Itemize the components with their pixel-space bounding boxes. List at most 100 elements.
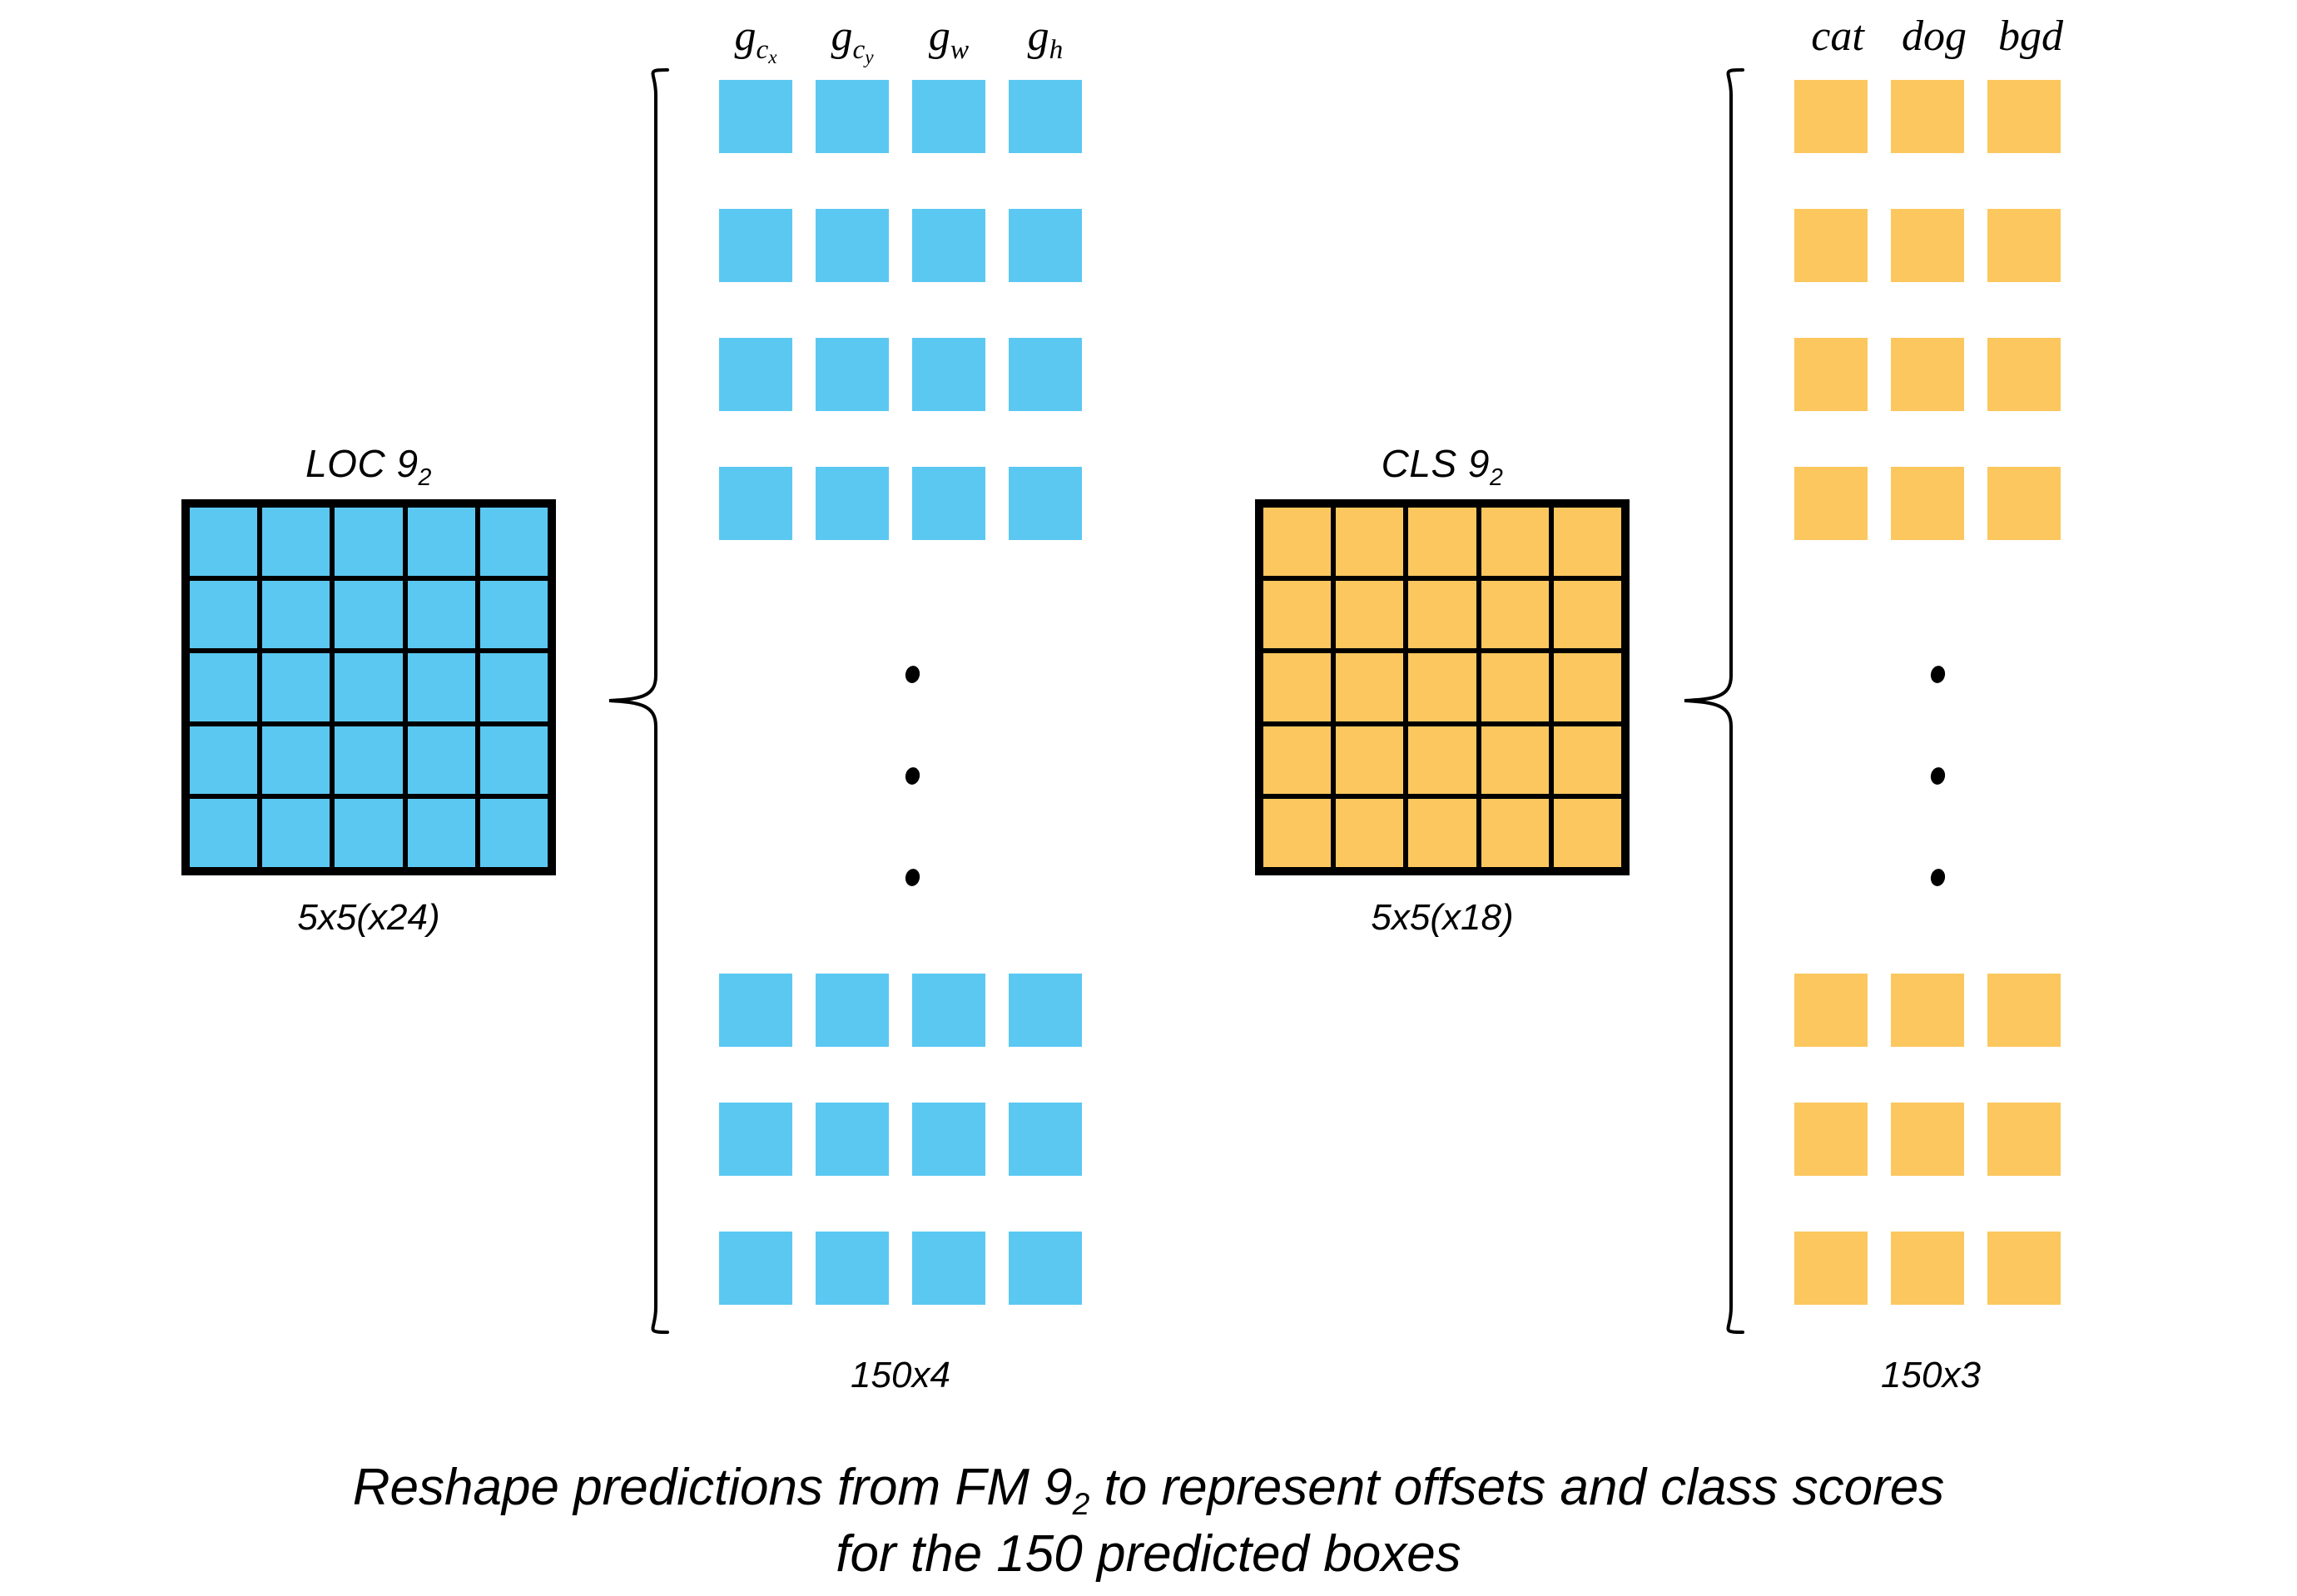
loc-token — [1009, 80, 1082, 153]
loc-feature-map-cell — [260, 651, 333, 724]
loc-feature-map-cell — [477, 796, 550, 870]
loc-feature-map-cell — [187, 723, 260, 797]
loc-feature-map-cell — [332, 723, 405, 797]
cls-feature-map-cell — [1261, 651, 1334, 724]
loc-feature-map-cell — [332, 505, 405, 578]
loc-feature-map-label-subscript: 2 — [418, 463, 432, 491]
cls-feature-map-cell — [1406, 796, 1479, 870]
cls-feature-map-cell — [1550, 505, 1624, 578]
cls-token — [1891, 1103, 1964, 1176]
loc-token — [816, 338, 889, 411]
loc-ellipsis-dot — [904, 664, 921, 685]
loc-token — [816, 80, 889, 153]
cls-token — [1794, 338, 1868, 411]
loc-token — [912, 80, 985, 153]
loc-token — [719, 974, 792, 1047]
cls-feature-map-cell — [1333, 651, 1406, 724]
loc-feature-map-cell — [187, 505, 260, 578]
column-header-cat-label: cat — [1811, 12, 1864, 60]
cls-brace — [1678, 58, 1744, 1344]
cls-token — [1891, 974, 1964, 1047]
cls-feature-map-cell — [1333, 577, 1406, 652]
cls-token — [1987, 974, 2061, 1047]
loc-feature-map-cell — [477, 505, 550, 578]
loc-token — [912, 974, 985, 1047]
column-header-g-h: gh — [1005, 12, 1085, 65]
cls-token — [1794, 974, 1868, 1047]
loc-token — [1009, 467, 1082, 540]
cls-feature-map-cell — [1550, 796, 1624, 870]
loc-feature-map-cell — [187, 796, 260, 870]
loc-feature-map-cell — [404, 723, 478, 797]
loc-feature-map-cell — [260, 796, 333, 870]
cls-feature-map-cell — [1478, 723, 1551, 797]
column-header-g-cx-label: g — [734, 12, 757, 60]
cls-token — [1987, 1232, 2061, 1305]
cls-feature-map-cell — [1550, 651, 1624, 724]
column-header-g-w-sub: w — [950, 33, 970, 65]
diagram-caption-line-2: for the 150 predicted boxes — [836, 1525, 1461, 1584]
cls-feature-map-cell — [1478, 505, 1551, 578]
cls-token — [1794, 209, 1868, 282]
cls-feature-map-shape-caption: 5x5(x18) — [1371, 897, 1514, 938]
cls-feature-map-cell — [1261, 796, 1334, 870]
loc-feature-map-cell — [477, 577, 550, 652]
cls-token — [1794, 1103, 1868, 1176]
cls-token — [1891, 338, 1964, 411]
loc-ellipsis-dot — [904, 766, 921, 786]
column-header-g-w-label: g — [928, 12, 950, 60]
loc-token — [719, 1232, 792, 1305]
loc-token — [912, 467, 985, 540]
cls-feature-map-label: CLS 92 — [1255, 441, 1630, 492]
column-header-bgd: bgd — [1984, 15, 2077, 58]
cls-feature-map-label-text: CLS 9 — [1381, 442, 1490, 485]
cls-feature-map-cell — [1333, 723, 1406, 797]
cls-feature-map-cell — [1478, 577, 1551, 652]
loc-feature-map-cell — [404, 577, 478, 652]
column-header-g-h-sub: h — [1049, 33, 1064, 65]
cls-token — [1891, 209, 1964, 282]
loc-token — [816, 467, 889, 540]
loc-token — [1009, 209, 1082, 282]
cls-feature-map-cell — [1478, 796, 1551, 870]
cls-feature-map-label-subscript: 2 — [1490, 463, 1504, 491]
cls-feature-map-cell — [1406, 651, 1479, 724]
loc-feature-map-cell — [477, 723, 550, 797]
cls-feature-map-cell — [1333, 796, 1406, 870]
diagram-caption-line-1a: Reshape predictions from FM 9 — [352, 1459, 1073, 1516]
cls-feature-map-cell — [1261, 505, 1334, 578]
loc-feature-map-cell — [332, 577, 405, 652]
column-header-g-cy-subsub: y — [865, 46, 874, 68]
column-header-g-cy-sub: cy — [852, 33, 874, 68]
loc-feature-map-cell — [332, 651, 405, 724]
diagram-caption: Reshape predictions from FM 92 to repres… — [0, 1456, 2297, 1587]
cls-token — [1987, 338, 2061, 411]
loc-feature-map-label-text: LOC 9 — [305, 442, 419, 485]
loc-feature-map-cell — [404, 505, 478, 578]
cls-feature-map-grid — [1255, 499, 1630, 875]
loc-token — [1009, 338, 1082, 411]
loc-token — [719, 80, 792, 153]
loc-token — [1009, 1232, 1082, 1305]
loc-token — [816, 1103, 889, 1176]
column-header-g-cy-label: g — [831, 12, 853, 60]
cls-token — [1891, 1232, 1964, 1305]
cls-token — [1987, 467, 2061, 540]
column-header-g-cx-subsub: x — [768, 46, 777, 68]
loc-token — [816, 209, 889, 282]
cls-token — [1794, 467, 1868, 540]
column-header-g-cx: gcx — [716, 15, 796, 67]
loc-feature-map-cell — [187, 577, 260, 652]
loc-feature-map-cell — [404, 651, 478, 724]
loc-feature-map-grid — [181, 499, 556, 875]
diagram-caption-line-1-sub: 2 — [1072, 1485, 1090, 1521]
diagram-caption-line-1b: to represent offsets and class scores — [1089, 1459, 1945, 1516]
column-header-g-h-label: g — [1027, 12, 1049, 60]
loc-token — [719, 209, 792, 282]
loc-ellipsis-dot — [904, 867, 921, 888]
cls-feature-map-cell — [1550, 723, 1624, 797]
loc-token — [1009, 974, 1082, 1047]
loc-token — [719, 1103, 792, 1176]
cls-token — [1891, 80, 1964, 153]
